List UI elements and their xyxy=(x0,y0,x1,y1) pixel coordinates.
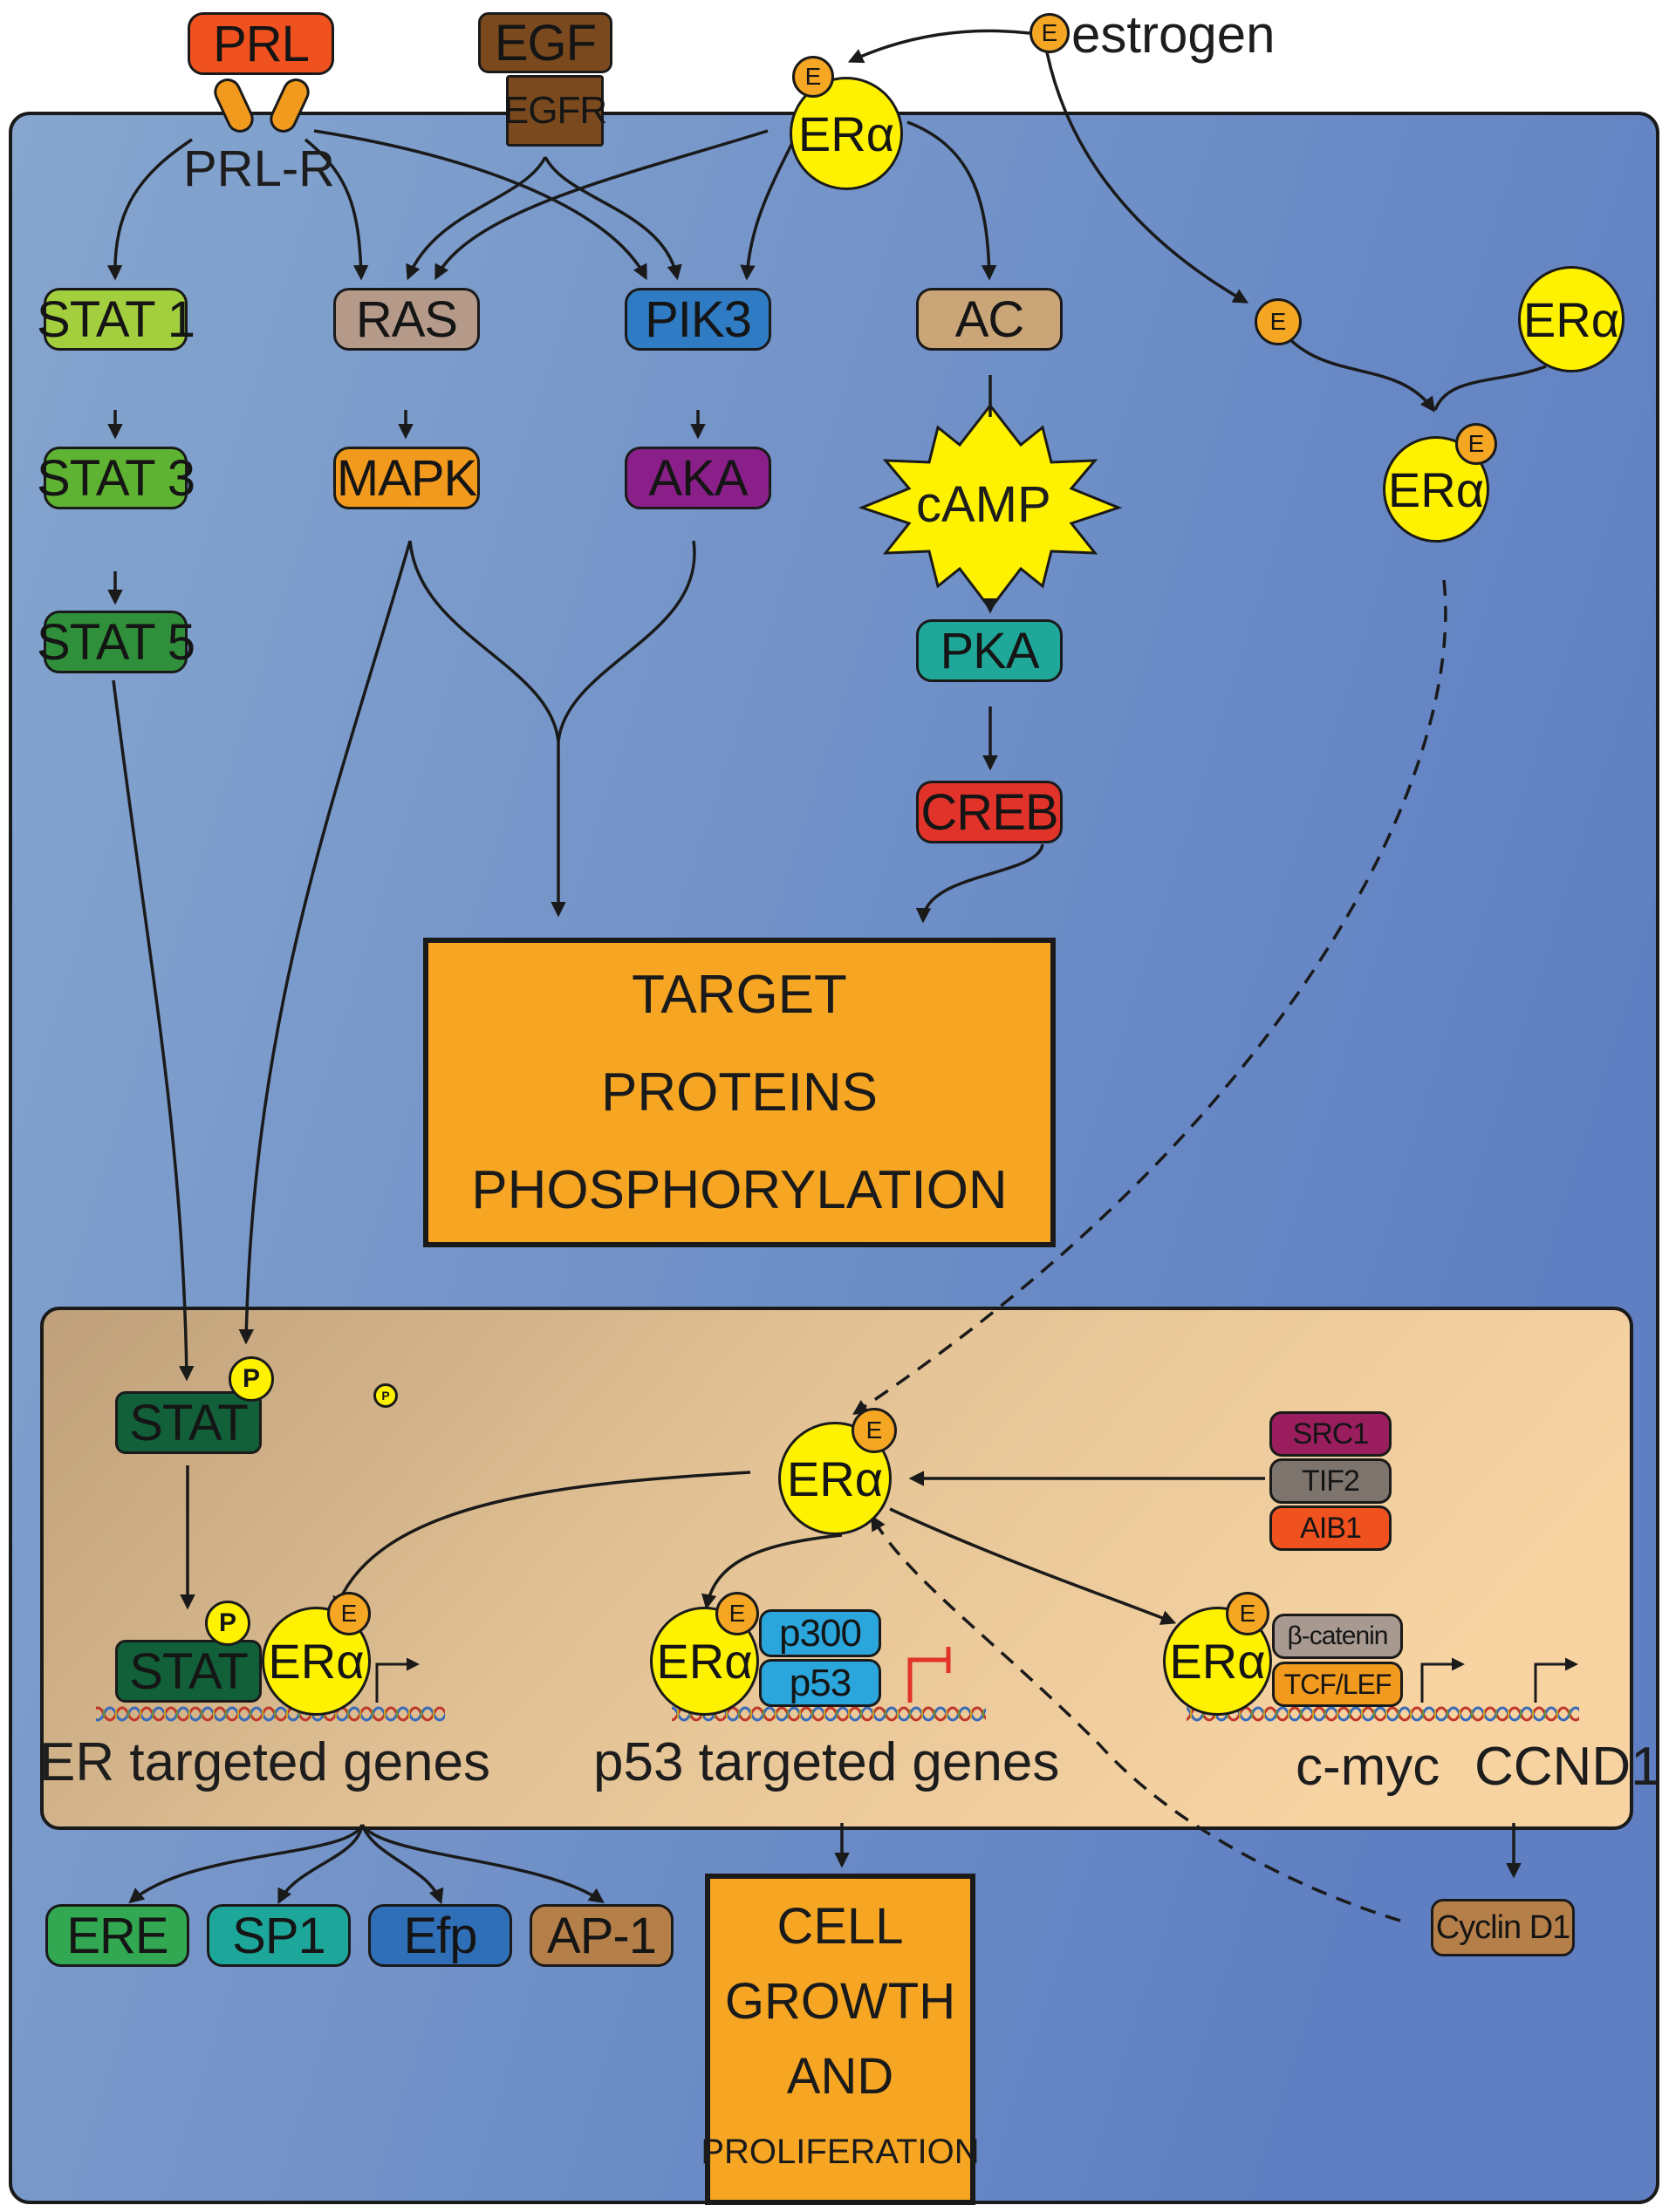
aib1-node: AIB1 xyxy=(1269,1505,1392,1551)
tss-ccnd1 xyxy=(1534,1657,1578,1703)
pka-node: PKA xyxy=(916,619,1063,682)
efp-node: Efp xyxy=(368,1904,512,1967)
ras-node: RAS xyxy=(333,288,480,351)
stat-complex-p-badge: P xyxy=(205,1601,250,1646)
tss-er xyxy=(375,1657,420,1703)
arrow-genes-ap1 xyxy=(360,1823,605,1904)
p53-inhibition xyxy=(907,1647,951,1703)
arrow-era-pik3 xyxy=(740,139,796,281)
arrow-egfr-ras xyxy=(406,156,547,281)
growth-line-1: CELL xyxy=(776,1898,904,1955)
estrogen-e-badge: E xyxy=(1029,13,1070,53)
ccnd1-label: CCND1 xyxy=(1474,1737,1661,1797)
arrow-era-er-genes xyxy=(332,1471,751,1613)
er-targeted-genes-label: ER targeted genes xyxy=(39,1732,491,1792)
camp-label: cAMP xyxy=(916,476,1051,533)
stat-nuclear-p-badge: P xyxy=(229,1356,274,1402)
arrow-genes-sp1 xyxy=(277,1824,364,1905)
mapk-node: MAPK xyxy=(333,447,480,509)
arrow-estrogen-era-merge xyxy=(1281,330,1436,413)
cyclin-d1-node: Cyclin D1 xyxy=(1431,1899,1575,1956)
arrow-estrogen-cytosol xyxy=(1045,51,1249,304)
arrow-egfr-pik3 xyxy=(544,156,682,281)
beta-catenin-node: β-catenin xyxy=(1272,1614,1403,1659)
ere-node: ERE xyxy=(45,1904,189,1967)
target-line-3: PHOSPHORYLATION xyxy=(471,1159,1008,1220)
arrow-genes-ere xyxy=(128,1824,364,1904)
target-line-2: PROTEINS xyxy=(601,1062,878,1123)
arrow-era-ac xyxy=(906,120,997,281)
stat-complex-node: STAT xyxy=(115,1640,262,1703)
era-membrane: ERα xyxy=(790,77,903,190)
arrow-free-era-merge xyxy=(1433,365,1547,411)
arrow-era-ras xyxy=(434,129,769,281)
era-stat-complex-e-badge: E xyxy=(327,1592,371,1635)
stat-nuclear-node: STAT xyxy=(115,1391,262,1454)
stat3-node: STAT 3 xyxy=(37,447,195,509)
arrow-era-beta-catenin xyxy=(889,1507,1177,1625)
target-line-1: TARGET xyxy=(632,964,847,1025)
growth-line-2: GROWTH xyxy=(724,1973,956,2030)
arrow-prl-pik3 xyxy=(313,129,647,281)
src1-node: SRC1 xyxy=(1269,1411,1392,1457)
arrow-aka-target xyxy=(557,540,696,742)
stat1-node: STAT 1 xyxy=(37,288,195,351)
creb-node: CREB xyxy=(916,781,1063,843)
cytosol-e-badge: E xyxy=(1255,298,1302,345)
cell-growth-box: CELL GROWTH AND PROLIFERATION xyxy=(701,1874,980,2205)
egf-node: EGF xyxy=(478,12,612,73)
era-p53-complex-e-badge: E xyxy=(715,1592,759,1635)
prl-receptor-right xyxy=(270,79,310,133)
era-nuclear-e-badge: E xyxy=(852,1408,897,1453)
egfr-node: EGFR xyxy=(503,75,607,147)
estrogen-label: estrogen xyxy=(1071,5,1276,64)
pik3-node: PIK3 xyxy=(625,288,771,351)
tif2-node: TIF2 xyxy=(1269,1458,1392,1504)
aka-node: AKA xyxy=(625,447,771,509)
arrow-stat5-nuclear-stat xyxy=(112,679,195,1382)
era-p53-complex: ERα xyxy=(650,1607,759,1716)
arrow-genes-efp xyxy=(360,1824,444,1905)
era-bound-e-badge: E xyxy=(1455,423,1497,465)
sp1-node: SP1 xyxy=(207,1904,351,1967)
era-free: ERα xyxy=(1518,266,1625,372)
prl-node: PRL xyxy=(188,12,334,75)
arrow-creb-target xyxy=(915,843,1044,924)
growth-line-4: PROLIFERATION xyxy=(701,2133,980,2171)
arrow-mapk-phosphate xyxy=(238,540,412,1345)
ap1-node: AP-1 xyxy=(530,1904,674,1967)
p300-node: p300 xyxy=(759,1609,881,1657)
p53-node: p53 xyxy=(759,1659,881,1707)
free-phosphate-badge: P xyxy=(373,1383,398,1408)
arrow-mapk-target xyxy=(408,540,560,742)
cmyc-label: c-myc xyxy=(1296,1737,1440,1797)
prl-r-label: PRL-R xyxy=(183,140,336,197)
target-proteins-box: TARGET PROTEINS PHOSPHORYLATION xyxy=(423,938,1056,1247)
arrow-era-p53-complex xyxy=(701,1533,843,1610)
era-membrane-e-badge: E xyxy=(792,56,834,98)
prl-receptor-left xyxy=(214,79,254,133)
arrow-cyclin-era xyxy=(871,1514,1401,1922)
arrow-prl-stat1 xyxy=(106,138,193,281)
arrow-estrogen-era xyxy=(847,29,1030,64)
tcf-lef-node: TCF/LEF xyxy=(1272,1662,1403,1707)
arrow-era-nuclear xyxy=(852,579,1447,1415)
era-catenin-complex-e-badge: E xyxy=(1226,1592,1269,1635)
tss-cmyc xyxy=(1420,1657,1465,1703)
dna-strand-cmyc xyxy=(1187,1703,1579,1729)
growth-line-3: AND xyxy=(786,2048,894,2105)
era-nuclear: ERα xyxy=(778,1422,892,1535)
stat5-node: STAT 5 xyxy=(37,611,195,673)
ac-node: AC xyxy=(916,288,1063,351)
p53-targeted-genes-label: p53 targeted genes xyxy=(593,1732,1060,1792)
dna-strand-er xyxy=(96,1703,445,1729)
arrow-prl-ras xyxy=(304,138,369,281)
